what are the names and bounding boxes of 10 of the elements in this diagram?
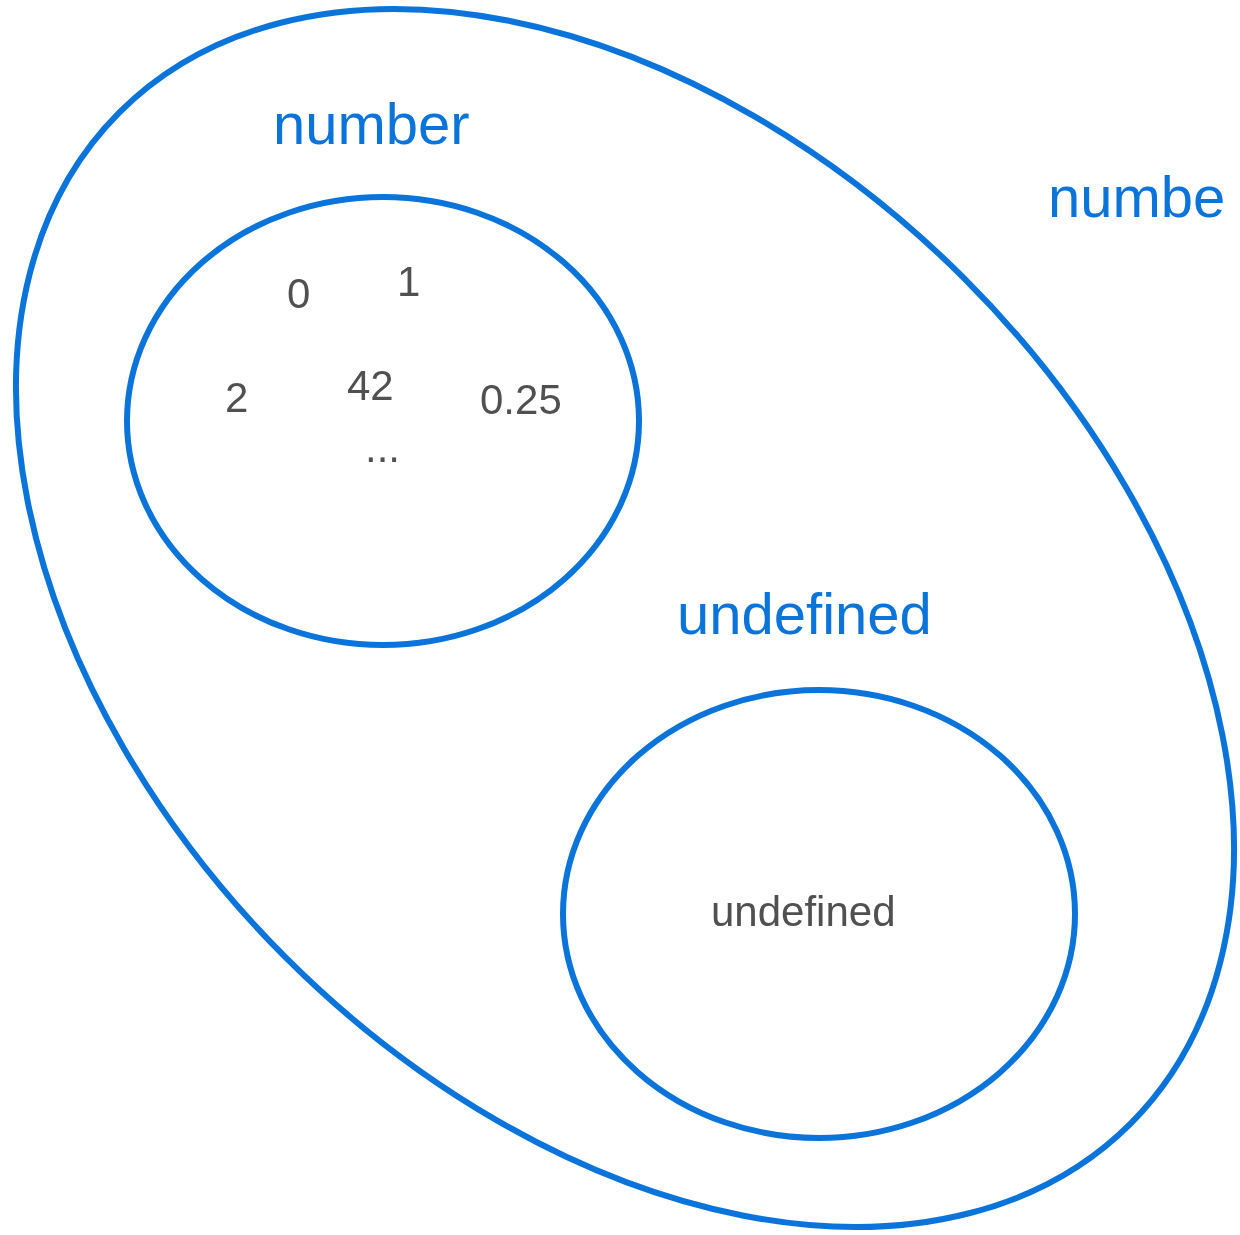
value-text: ... [365, 427, 400, 469]
value-text: 0 [287, 273, 311, 315]
value-text: 0.25 [480, 379, 562, 421]
value-text: 2 [225, 377, 249, 419]
value-text: 1 [397, 261, 421, 303]
set-label: number [273, 95, 470, 153]
set-label: numbe [1048, 168, 1226, 226]
value-text: undefined [711, 891, 896, 933]
value-text: 42 [347, 365, 394, 407]
set-label: undefined [677, 585, 932, 643]
